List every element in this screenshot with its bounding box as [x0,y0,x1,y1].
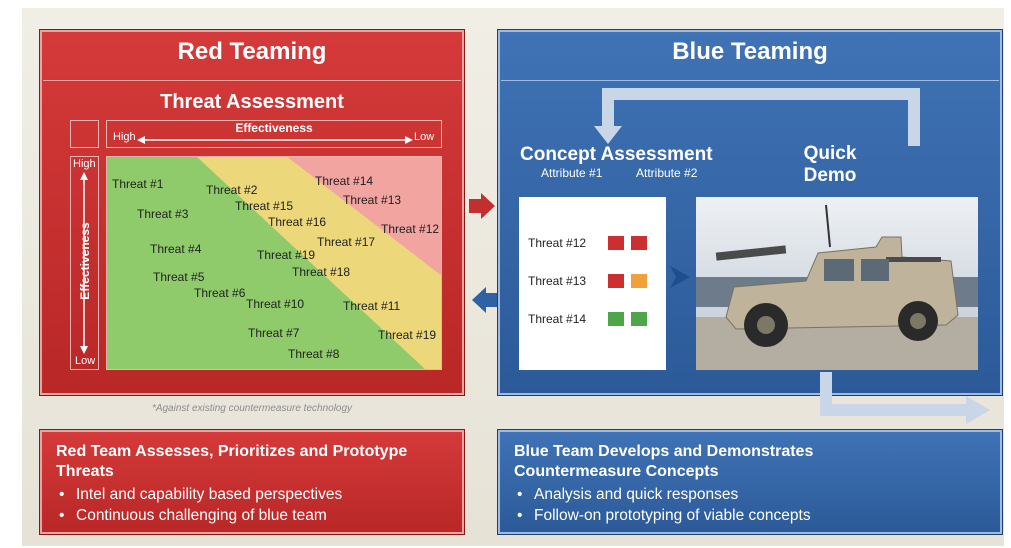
threat-label: Threat #6 [194,286,246,300]
attribute-1-label: Attribute #1 [541,166,603,180]
concept-row-label: Threat #13 [528,274,587,288]
y-axis-low: Low [75,355,96,367]
blue-bullet: Analysis and quick responses [517,484,986,505]
rating-square [631,312,647,326]
threat-label: Threat #1 [112,177,164,191]
y-axis-label: Effectiveness [78,222,92,300]
threat-label: Threat #12 [381,222,440,236]
red-teaming-title: Red Teaming [177,38,327,65]
rating-square [631,236,647,250]
feedback-loop-arrow [594,88,920,146]
threat-label: Threat #4 [150,242,202,256]
threat-label: Threat #17 [317,235,376,249]
rating-square [608,312,624,326]
threat-label: Threat #8 [288,347,340,361]
arrow-right-icon [469,193,495,219]
concept-row-label: Threat #14 [528,312,587,326]
matrix-corner-box [70,120,99,148]
output-arrow [820,372,990,424]
threat-label: Threat #19 [257,248,316,262]
blue-team-summary-box: Blue Team Develops and Demonstrates Coun… [498,430,1002,534]
blue-teaming-title: Blue Teaming [672,38,828,65]
x-axis-high: High [113,131,136,143]
attribute-2-label: Attribute #2 [636,166,698,180]
threat-matrix-frame [106,156,442,370]
threat-label: Threat #14 [315,174,374,188]
x-axis-arrow [137,136,413,144]
footnote: *Against existing countermeasure technol… [151,403,353,414]
blue-summary-title: Blue Team Develops and Demonstrates Coun… [514,443,814,480]
red-bullet: Continuous challenging of blue team [59,505,448,526]
rating-square [631,274,647,288]
arrow-right-small-icon [670,266,690,288]
x-axis-header [106,120,442,148]
vehicle-photo [696,197,978,370]
threat-matrix-zones [106,156,442,370]
threat-label: Threat #2 [206,183,258,197]
y-axis-high: High [73,158,96,170]
threat-label: Threat #11 [343,299,401,313]
y-axis-box [70,156,99,370]
concept-assessment-title: Concept Assessment [520,144,713,165]
red-title-divider [43,80,461,81]
threat-label: Threat #13 [343,193,402,207]
threat-label: Threat #10 [246,297,305,311]
rating-square [608,236,624,250]
threat-label: Threat #7 [248,326,300,340]
threat-assessment-title: Threat Assessment [160,91,344,113]
y-axis-arrow [80,172,88,354]
quick-demo-title: Quick Demo [803,143,857,186]
blue-bullet: Follow-on prototyping of viable concepts [517,505,986,526]
red-summary-title: Red Team Assesses, Prioritizes and Proto… [56,443,408,480]
arrow-left-icon [472,287,498,313]
rating-square [608,274,624,288]
threat-label: Threat #5 [153,270,205,284]
red-team-summary-box: Red Team Assesses, Prioritizes and Proto… [40,430,464,534]
threat-label: Threat #15 [235,199,294,213]
concept-row-label: Threat #12 [528,236,587,250]
x-axis-label: Effectiveness [235,121,313,135]
threat-label: Threat #18 [292,265,351,279]
threat-label: Threat #3 [137,207,189,221]
threat-label: Threat #19 [378,328,437,342]
x-axis-low: Low [414,131,435,143]
red-bullet: Intel and capability based perspectives [59,484,448,505]
threat-label: Threat #16 [268,215,327,229]
blue-title-divider [501,80,999,81]
